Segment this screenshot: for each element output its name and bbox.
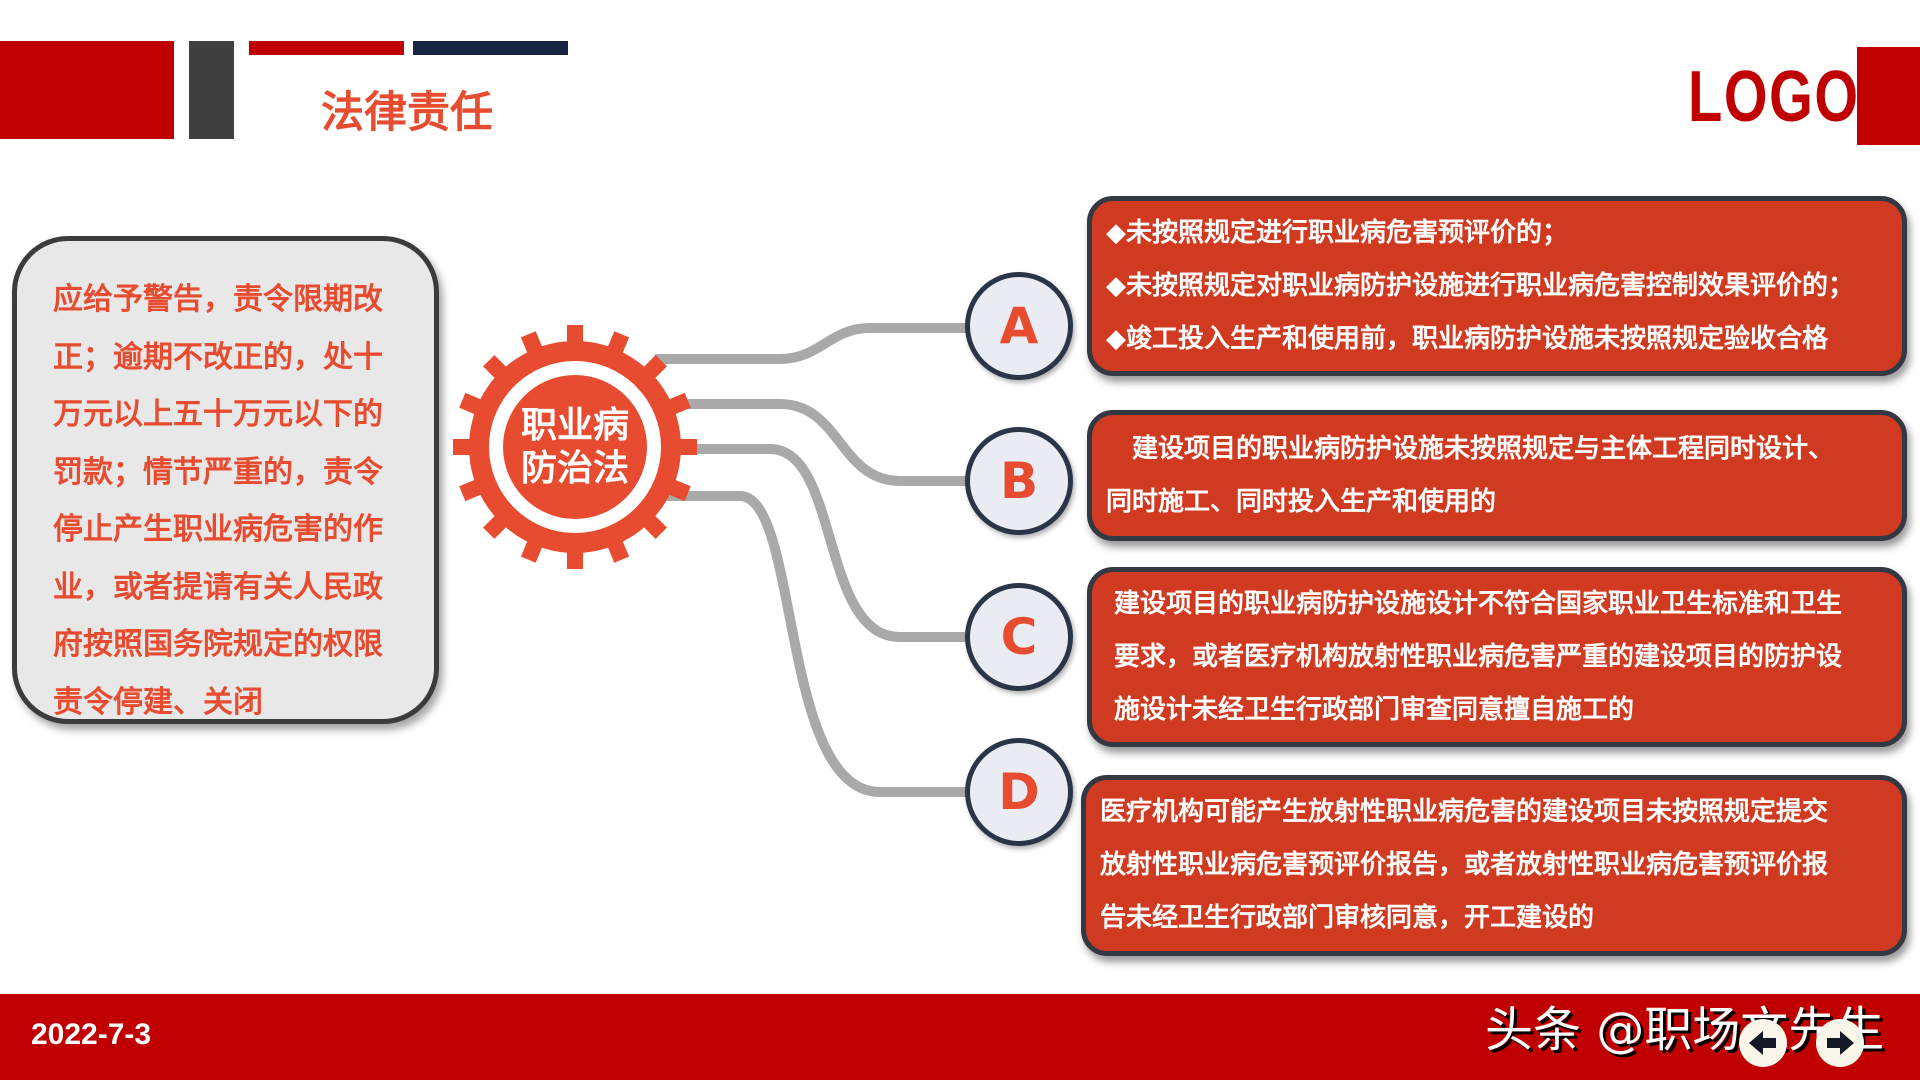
deco-grey-bar: [189, 41, 234, 139]
page-title: 法律责任: [321, 88, 493, 138]
item-box-c: 建设项目的职业病防护设施设计不符合国家职业卫生标准和卫生 要求，或者医疗机构放射…: [1087, 567, 1907, 747]
deco-navy-line: [413, 41, 568, 55]
penalty-line: 正；逾期不改正的，处十: [53, 339, 383, 375]
marker-d: D: [965, 738, 1073, 846]
gear-icon: [453, 325, 697, 569]
connector-c: [680, 444, 968, 642]
penalty-line: 停止产生职业病危害的作: [53, 512, 383, 547]
item-box-d: 医疗机构可能产生放射性职业病危害的建设项目未按照规定提交 放射性职业病危害预评价…: [1081, 775, 1907, 956]
marker-b: B: [965, 427, 1073, 535]
penalty-line: 罚款；情节严重的，责令: [53, 454, 383, 490]
deco-red-block-right: [1857, 47, 1920, 145]
arrow-right-icon[interactable]: [1816, 1019, 1864, 1067]
penalty-line: 府按照国务院规定的权限: [53, 627, 383, 662]
item-box-a: ◆未按照规定进行职业病危害预评价的； ◆未按照规定对职业病防护设施进行职业病危害…: [1087, 196, 1907, 376]
connector-a: [655, 323, 968, 364]
center-label: 职业病 防治法: [520, 405, 629, 489]
date-label: 2022-7-3: [31, 1018, 152, 1051]
connector-b: [672, 399, 968, 486]
penalty-line: 应给予警告，责令限期改: [53, 282, 383, 317]
deco-red-block: [0, 41, 174, 139]
footer-bar: [0, 994, 1920, 1080]
connector-d: [667, 491, 968, 797]
arrow-left-icon[interactable]: [1739, 1019, 1787, 1067]
penalty-line: 万元以上五十万元以下的: [53, 397, 383, 432]
item-box-b: 建设项目的职业病防护设施未按照规定与主体工程同时设计、 同时施工、同时投入生产和…: [1087, 410, 1907, 541]
penalty-line: 业，或者提请有关人民政: [53, 569, 383, 605]
deco-red-line: [249, 41, 404, 55]
penalty-panel: 应给予警告，责令限期改 正；逾期不改正的，处十 万元以上五十万元以下的 罚款；情…: [12, 236, 439, 724]
marker-a: A: [965, 272, 1073, 380]
marker-c: C: [965, 583, 1073, 691]
penalty-line: 责令停建、关闭: [53, 684, 263, 720]
logo: LOGO: [1688, 57, 1860, 137]
